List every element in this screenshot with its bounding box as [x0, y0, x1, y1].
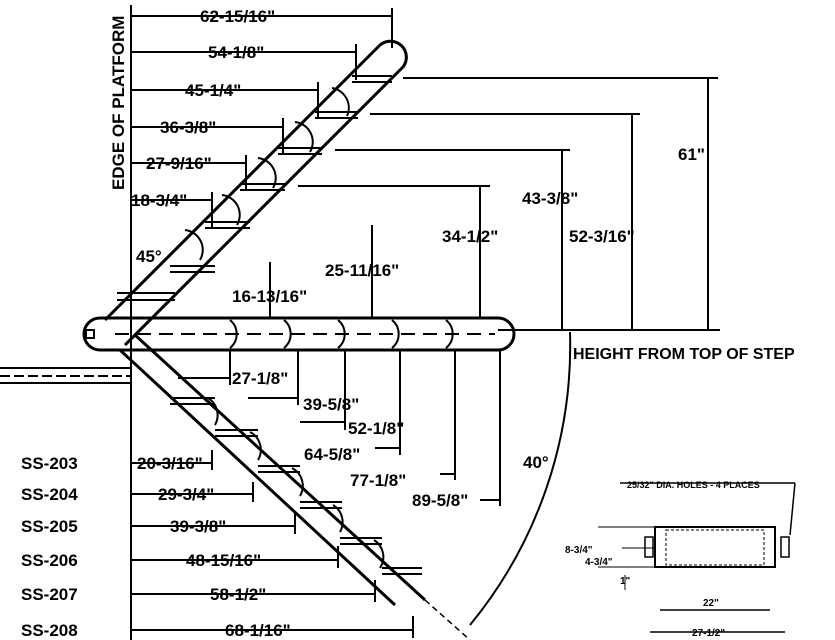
- top-dim-6: 18-3/4": [131, 191, 187, 210]
- horiz-dim-6: 89-5/8": [412, 491, 468, 510]
- height-dimension-lines: [269, 77, 720, 331]
- lower-dim-207: 58-1/2": [210, 585, 266, 604]
- detail-dim-inner: 4-3/4": [585, 557, 613, 568]
- platform-right-end: [497, 316, 516, 352]
- lower-dimension-lines: [131, 450, 414, 638]
- height-dim-3: 43-3/8": [522, 189, 578, 208]
- lower-dim-205: 39-3/8": [170, 517, 226, 536]
- height-dim-5: 25-11/16": [325, 261, 399, 280]
- height-caption: HEIGHT FROM TOP OF STEP: [573, 346, 795, 363]
- angle-lower: 40°: [523, 453, 549, 472]
- model-ss-205: SS-205: [21, 517, 78, 536]
- platform-treads: [115, 319, 495, 349]
- lower-stringer-bottom: [133, 333, 427, 602]
- horiz-dim-1: 27-1/8": [232, 369, 288, 388]
- angle-upper: 45°: [136, 247, 162, 266]
- model-ss-206: SS-206: [21, 551, 78, 570]
- upper-stringer-bottom: [123, 65, 405, 347]
- edge-of-platform-label: EDGE OF PLATFORM: [109, 16, 128, 190]
- detail-dim-height: 8-3/4": [565, 545, 593, 556]
- step-plate-outline: [654, 526, 776, 568]
- horiz-dim-4: 64-5/8": [304, 445, 360, 464]
- detail-dim-offset: 1": [620, 576, 631, 587]
- lower-dim-203: 20-3/16": [137, 454, 203, 473]
- step-detail: [598, 482, 796, 633]
- model-ss-204: SS-204: [21, 485, 78, 504]
- upper-stringer-top: [103, 43, 382, 322]
- top-dim-1: 62-15/16": [200, 7, 275, 26]
- height-dim-1: 61": [678, 145, 705, 164]
- platform-left-end: [82, 316, 101, 352]
- horiz-dim-5: 77-1/8": [350, 471, 406, 490]
- lower-treads: [170, 397, 422, 575]
- lower-dim-208: 68-1/16": [225, 621, 291, 640]
- lower-extension-line: [424, 599, 471, 640]
- top-dimension-lines: [131, 8, 393, 228]
- top-dim-3: 45-1/4": [185, 81, 241, 100]
- holes-note: 25/32" DIA. HOLES - 4 PLACES: [627, 480, 760, 490]
- horiz-dim-2: 39-5/8": [303, 395, 359, 414]
- lower-stringer-top: [118, 348, 397, 607]
- model-ss-203: SS-203: [21, 454, 78, 473]
- angle-arc: [469, 331, 572, 626]
- pivot-marker: [85, 329, 95, 339]
- detail-dim-width-outer: 27-1/2": [692, 628, 725, 639]
- upper-stringer-end: [379, 39, 408, 68]
- top-dim-5: 27-9/16": [146, 154, 212, 173]
- detail-dim-width-inner: 22": [703, 598, 719, 609]
- height-dim-6: 16-13/16": [232, 287, 307, 306]
- top-dim-4: 36-3/8": [160, 118, 216, 137]
- height-dim-2: 52-3/16": [569, 227, 635, 246]
- lower-dim-204: 29-3/4": [158, 485, 214, 504]
- lower-dim-206: 48-15/16": [186, 551, 261, 570]
- horiz-dim-3: 52-1/8": [348, 419, 404, 438]
- model-ss-208: SS-208: [21, 621, 78, 640]
- model-ss-207: SS-207: [21, 585, 78, 604]
- top-dim-2: 54-1/8": [208, 43, 264, 62]
- height-dim-4: 34-1/2": [442, 227, 498, 246]
- horizontal-dimension-lines: [178, 350, 501, 506]
